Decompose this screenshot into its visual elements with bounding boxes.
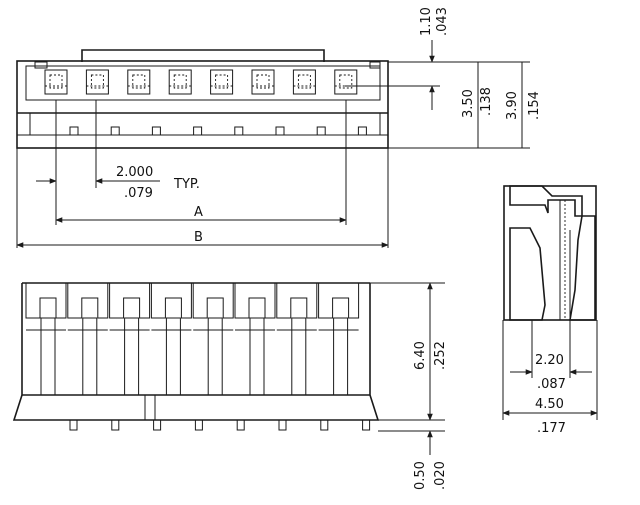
pin-cavity bbox=[251, 69, 275, 95]
width-dimensions: 2.000 .079 TYP. A B bbox=[16, 100, 389, 248]
dim-4-50-label: 4.50 bbox=[535, 397, 564, 412]
side-section-view bbox=[503, 185, 597, 321]
bottom-slot bbox=[234, 126, 244, 136]
pin-tail bbox=[194, 419, 203, 431]
top-height-dimensions: 1.10 .043 3.50 .138 3.90 .154 bbox=[345, 7, 542, 149]
front-contact-slots bbox=[25, 283, 360, 396]
pin-tail bbox=[278, 419, 287, 431]
contact-slot bbox=[150, 283, 192, 396]
contact-slot bbox=[192, 283, 234, 396]
pin-cavity bbox=[168, 69, 192, 95]
contact-slot bbox=[234, 283, 276, 396]
front-height-dimensions: 6.40 .252 0.50 .020 bbox=[370, 282, 448, 490]
front-pin-tails bbox=[69, 419, 371, 431]
pin-tail bbox=[320, 419, 329, 431]
pin-tail bbox=[69, 419, 78, 431]
dim-3-50-label: 3.50 bbox=[461, 89, 476, 118]
pin-cavity bbox=[334, 69, 358, 95]
pitch-mm-label: 2.000 bbox=[116, 165, 153, 180]
pin-cavities bbox=[44, 69, 358, 95]
dim-020-label: .020 bbox=[433, 461, 448, 490]
dim-043-label: .043 bbox=[435, 7, 450, 36]
bottom-slot bbox=[193, 126, 203, 136]
dim-1-10-label: 1.10 bbox=[419, 7, 434, 36]
dim-a-label: A bbox=[194, 205, 203, 220]
bottom-slot bbox=[275, 126, 285, 136]
dim-087-label: .087 bbox=[537, 377, 566, 392]
dim-6-40-label: 6.40 bbox=[413, 341, 428, 370]
dim-177-label: .177 bbox=[537, 421, 566, 436]
bottom-slot bbox=[316, 126, 326, 136]
pin-tail bbox=[236, 419, 245, 431]
dim-138-label: .138 bbox=[479, 87, 494, 116]
bottom-slot bbox=[357, 126, 367, 136]
pitch-in-label: .079 bbox=[124, 186, 153, 201]
dim-b-label: B bbox=[194, 230, 203, 245]
front-view bbox=[12, 282, 380, 431]
pin-cavity bbox=[292, 69, 316, 95]
pin-cavity bbox=[210, 69, 234, 95]
pin-cavity bbox=[44, 69, 68, 95]
bottom-slot bbox=[110, 126, 120, 136]
pin-tail bbox=[362, 419, 371, 431]
dim-3-90-label: 3.90 bbox=[505, 91, 520, 120]
top-view bbox=[16, 49, 389, 149]
pin-tail bbox=[111, 419, 120, 431]
dim-0-50-label: 0.50 bbox=[413, 461, 428, 490]
contact-slot bbox=[67, 283, 109, 396]
bottom-slot bbox=[151, 126, 161, 136]
dim-2-20-label: 2.20 bbox=[535, 353, 564, 368]
pin-tail bbox=[153, 419, 162, 431]
contact-slot bbox=[25, 283, 67, 396]
bottom-slots bbox=[69, 126, 367, 136]
contact-slot bbox=[109, 283, 151, 396]
contact-slot bbox=[318, 283, 360, 396]
pitch-typ-label: TYP. bbox=[173, 177, 200, 192]
dim-154-label: .154 bbox=[527, 91, 542, 120]
pin-cavity bbox=[85, 69, 109, 95]
dim-252-label: .252 bbox=[433, 341, 448, 370]
pin-cavity bbox=[127, 69, 151, 95]
contact-slot bbox=[276, 283, 318, 396]
side-width-dimensions: 2.20 .087 4.50 .177 bbox=[502, 320, 598, 436]
bottom-slot bbox=[69, 126, 79, 136]
